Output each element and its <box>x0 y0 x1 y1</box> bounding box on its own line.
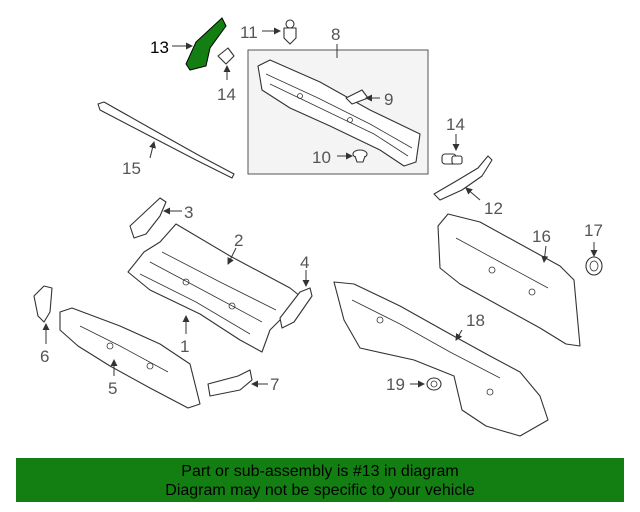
callout-13: 13 <box>150 38 169 57</box>
callout-labels: 13 11 8 14 9 10 14 15 12 3 2 16 17 4 1 1… <box>40 23 603 398</box>
callout-6: 6 <box>40 347 49 366</box>
callout-3: 3 <box>184 203 193 222</box>
callout-14-upper: 14 <box>217 85 236 104</box>
callout-16: 16 <box>532 227 551 246</box>
callout-4: 4 <box>300 253 309 272</box>
callout-9: 9 <box>384 90 393 109</box>
callout-14-lower: 14 <box>446 115 465 134</box>
callout-18: 18 <box>466 311 485 330</box>
part-19-grommet[interactable] <box>426 377 442 391</box>
banner-line-2: Diagram may not be specific to your vehi… <box>165 482 475 499</box>
part-1-2-cowl-panel[interactable] <box>127 223 301 353</box>
banner-line-1: Part or sub-assembly is #13 in diagram <box>181 463 459 480</box>
part-17-grommet[interactable] <box>585 256 603 276</box>
part-11-clip[interactable] <box>283 19 297 45</box>
info-banner: Part or sub-assembly is #13 in diagram D… <box>16 458 624 502</box>
part-8-cowl-top[interactable] <box>257 59 421 167</box>
callout-2: 2 <box>234 231 243 250</box>
callout-12: 12 <box>484 199 503 218</box>
part-14-clip-lower[interactable] <box>441 153 463 165</box>
callout-7: 7 <box>270 375 279 394</box>
part-10-grommet[interactable] <box>352 149 368 163</box>
part-6-bracket[interactable] <box>33 285 53 323</box>
part-12-bracket[interactable] <box>433 155 493 201</box>
part-15-seal[interactable] <box>97 101 235 179</box>
callout-8: 8 <box>331 25 340 44</box>
callout-19: 19 <box>386 375 405 394</box>
part-4-bracket[interactable] <box>279 287 313 329</box>
callout-11: 11 <box>240 23 258 42</box>
part-3-bracket[interactable] <box>129 197 167 239</box>
part-5-insulator[interactable] <box>59 307 201 409</box>
callout-10: 10 <box>312 148 331 167</box>
callout-15: 15 <box>122 159 141 178</box>
part-7-bracket[interactable] <box>207 369 253 397</box>
part-18-dash-panel[interactable] <box>333 281 549 437</box>
part-16-insulator[interactable] <box>437 213 581 347</box>
leader-lines <box>42 27 598 388</box>
callout-17: 17 <box>584 221 603 240</box>
part-13-highlighted[interactable] <box>185 17 227 71</box>
callout-1: 1 <box>180 337 189 356</box>
part-14-clip-upper[interactable] <box>217 47 235 65</box>
callout-5: 5 <box>108 379 117 398</box>
